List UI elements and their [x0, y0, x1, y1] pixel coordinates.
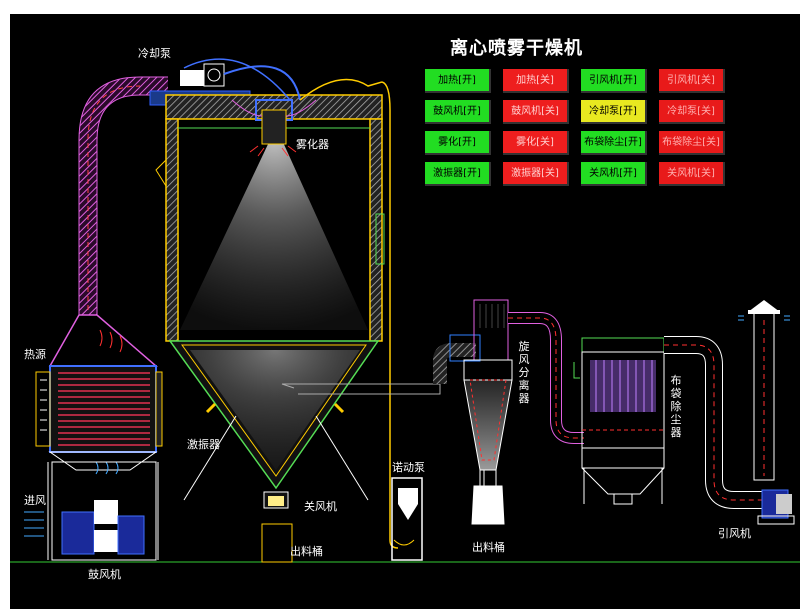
- valve-fan-on-button[interactable]: 关风机[开]: [581, 162, 647, 186]
- cooling-pump-on-button[interactable]: 冷却泵[开]: [581, 100, 647, 124]
- vibrator-label: 激振器: [187, 438, 220, 451]
- heater: [35, 314, 163, 561]
- induced-fan-on-button[interactable]: 引风机[开]: [581, 69, 647, 93]
- heat-on-button[interactable]: 加热[开]: [425, 69, 491, 93]
- vibrator-off-button[interactable]: 激振器[关]: [503, 162, 569, 186]
- blower-label: 鼓风机: [88, 568, 121, 581]
- cooling-pump-label: 冷却泵: [138, 47, 171, 60]
- heat-source-label: 热源: [24, 348, 46, 361]
- atomize-off-button[interactable]: 雾化[关]: [503, 131, 569, 155]
- bag-filter: [573, 336, 762, 509]
- outlet-bucket-label: 出料桶: [290, 545, 323, 558]
- peristaltic-pump: [391, 477, 423, 561]
- valve-fan-label: 关风机: [304, 500, 337, 513]
- valve-fan-off-button[interactable]: 关风机[关]: [659, 162, 725, 186]
- induced-fan-label: 引风机: [718, 527, 751, 540]
- atomize-on-button[interactable]: 雾化[开]: [425, 131, 491, 155]
- bag-filter-label: 布袋除尘器: [670, 374, 682, 439]
- vibrator-on-button[interactable]: 激振器[开]: [425, 162, 491, 186]
- bag-filter-on-button[interactable]: 布袋除尘[开]: [581, 131, 647, 155]
- page-title: 离心喷雾干燥机: [450, 38, 583, 59]
- atomizer-label: 雾化器: [296, 138, 329, 151]
- exhaust-duct: [433, 334, 481, 384]
- blower-off-button[interactable]: 鼓风机[关]: [503, 100, 569, 124]
- air-inlet-label: 进风: [24, 494, 46, 507]
- peristaltic-pump-label: 诺动泵: [392, 461, 425, 474]
- cooling-pump-off-button[interactable]: 冷却泵[关]: [659, 100, 725, 124]
- drying-chamber: [155, 58, 441, 563]
- bag-filter-off-button[interactable]: 布袋除尘[关]: [659, 131, 725, 155]
- cyclone-separator: [463, 299, 584, 525]
- chimney-induced-fan: [738, 300, 795, 525]
- heat-off-button[interactable]: 加热[关]: [503, 69, 569, 93]
- blower-on-button[interactable]: 鼓风机[开]: [425, 100, 491, 124]
- blower-machine: [24, 500, 145, 555]
- induced-fan-off-button[interactable]: 引风机[关]: [659, 69, 725, 93]
- cyclone-label: 旋风分离器: [518, 340, 530, 405]
- outlet-bucket-2-label: 出料桶: [472, 541, 505, 554]
